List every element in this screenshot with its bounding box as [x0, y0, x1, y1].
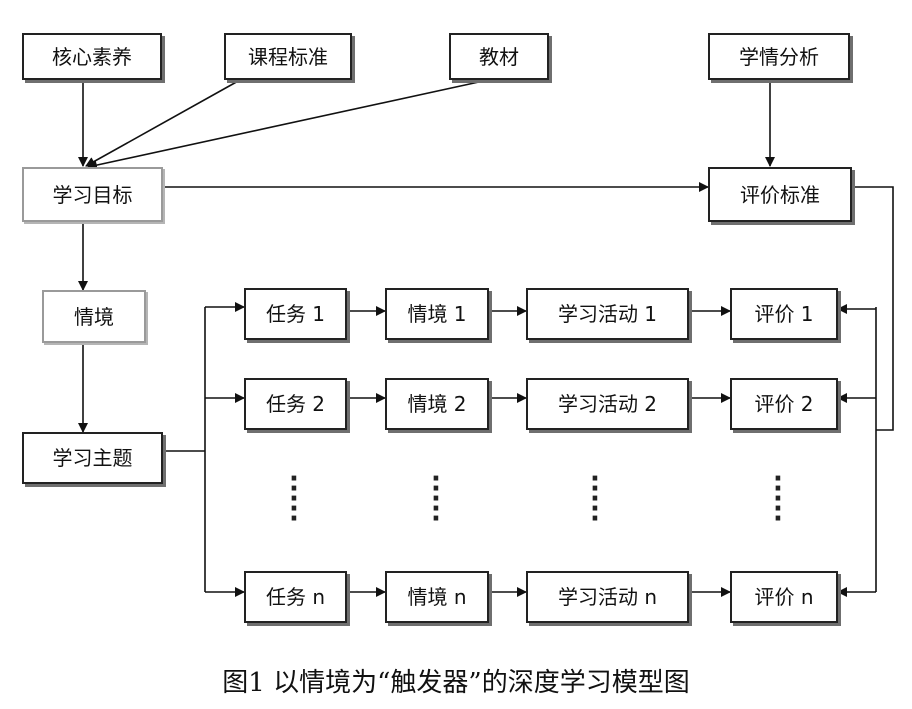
- node-activity-2: 学习活动 2: [526, 378, 689, 430]
- node-label: 核心素养: [52, 44, 132, 69]
- ellipsis-tasks: ·····: [289, 464, 299, 534]
- node-label: 情境 n: [407, 585, 467, 609]
- node-label: 评价 1: [754, 302, 814, 326]
- node-label: 学习活动 2: [557, 392, 658, 416]
- node-evaluation-standard: 评价标准: [708, 167, 852, 222]
- node-label: 情境: [74, 304, 114, 329]
- node-label: 任务 1: [265, 302, 326, 326]
- node-label: 评价 n: [754, 585, 814, 609]
- node-situation-n: 情境 n: [385, 571, 489, 623]
- node-label: 课程标准: [248, 44, 328, 69]
- node-learning-analysis: 学情分析: [708, 33, 850, 80]
- node-evaluation-2: 评价 2: [730, 378, 838, 430]
- node-task-1: 任务 1: [244, 288, 347, 340]
- node-label: 学习主题: [52, 446, 133, 470]
- node-label: 任务 2: [265, 392, 326, 416]
- node-evaluation-n: 评价 n: [730, 571, 838, 623]
- node-label: 情境 1: [407, 302, 467, 326]
- node-core-literacy: 核心素养: [22, 33, 162, 80]
- arrow-textbook-to-objective: [87, 79, 489, 170]
- node-task-n: 任务 n: [244, 571, 347, 623]
- node-label: 学情分析: [739, 44, 819, 69]
- node-task-2: 任务 2: [244, 378, 347, 430]
- ellipsis-situations: ·····: [431, 464, 441, 534]
- ellipsis-activities: ·····: [590, 464, 600, 534]
- arrow-curriculum-to-objective: [85, 79, 241, 167]
- figure-caption: 图1 以情境为“触发器”的深度学习模型图: [222, 668, 690, 698]
- node-label: 学习活动 n: [557, 585, 658, 609]
- node-label: 教材: [479, 44, 519, 69]
- node-learning-theme: 学习主题: [22, 432, 163, 484]
- node-label: 任务 n: [265, 585, 326, 609]
- line-eval-standard-down: [852, 186, 894, 431]
- node-activity-n: 学习活动 n: [526, 571, 689, 623]
- node-label: 评价标准: [740, 182, 820, 207]
- node-activity-1: 学习活动 1: [526, 288, 689, 340]
- ellipsis-evaluations: ·····: [773, 464, 783, 534]
- node-situation-2: 情境 2: [385, 378, 489, 430]
- node-situation: 情境: [42, 290, 146, 343]
- node-evaluation-1: 评价 1: [730, 288, 838, 340]
- node-label: 评价 2: [754, 392, 814, 416]
- node-curriculum-standard: 课程标准: [224, 33, 352, 80]
- node-situation-1: 情境 1: [385, 288, 489, 340]
- node-label: 情境 2: [407, 392, 467, 416]
- node-textbook: 教材: [449, 33, 549, 80]
- node-label: 学习活动 1: [557, 302, 658, 326]
- node-label: 学习目标: [52, 182, 133, 207]
- node-learning-objective: 学习目标: [22, 167, 163, 222]
